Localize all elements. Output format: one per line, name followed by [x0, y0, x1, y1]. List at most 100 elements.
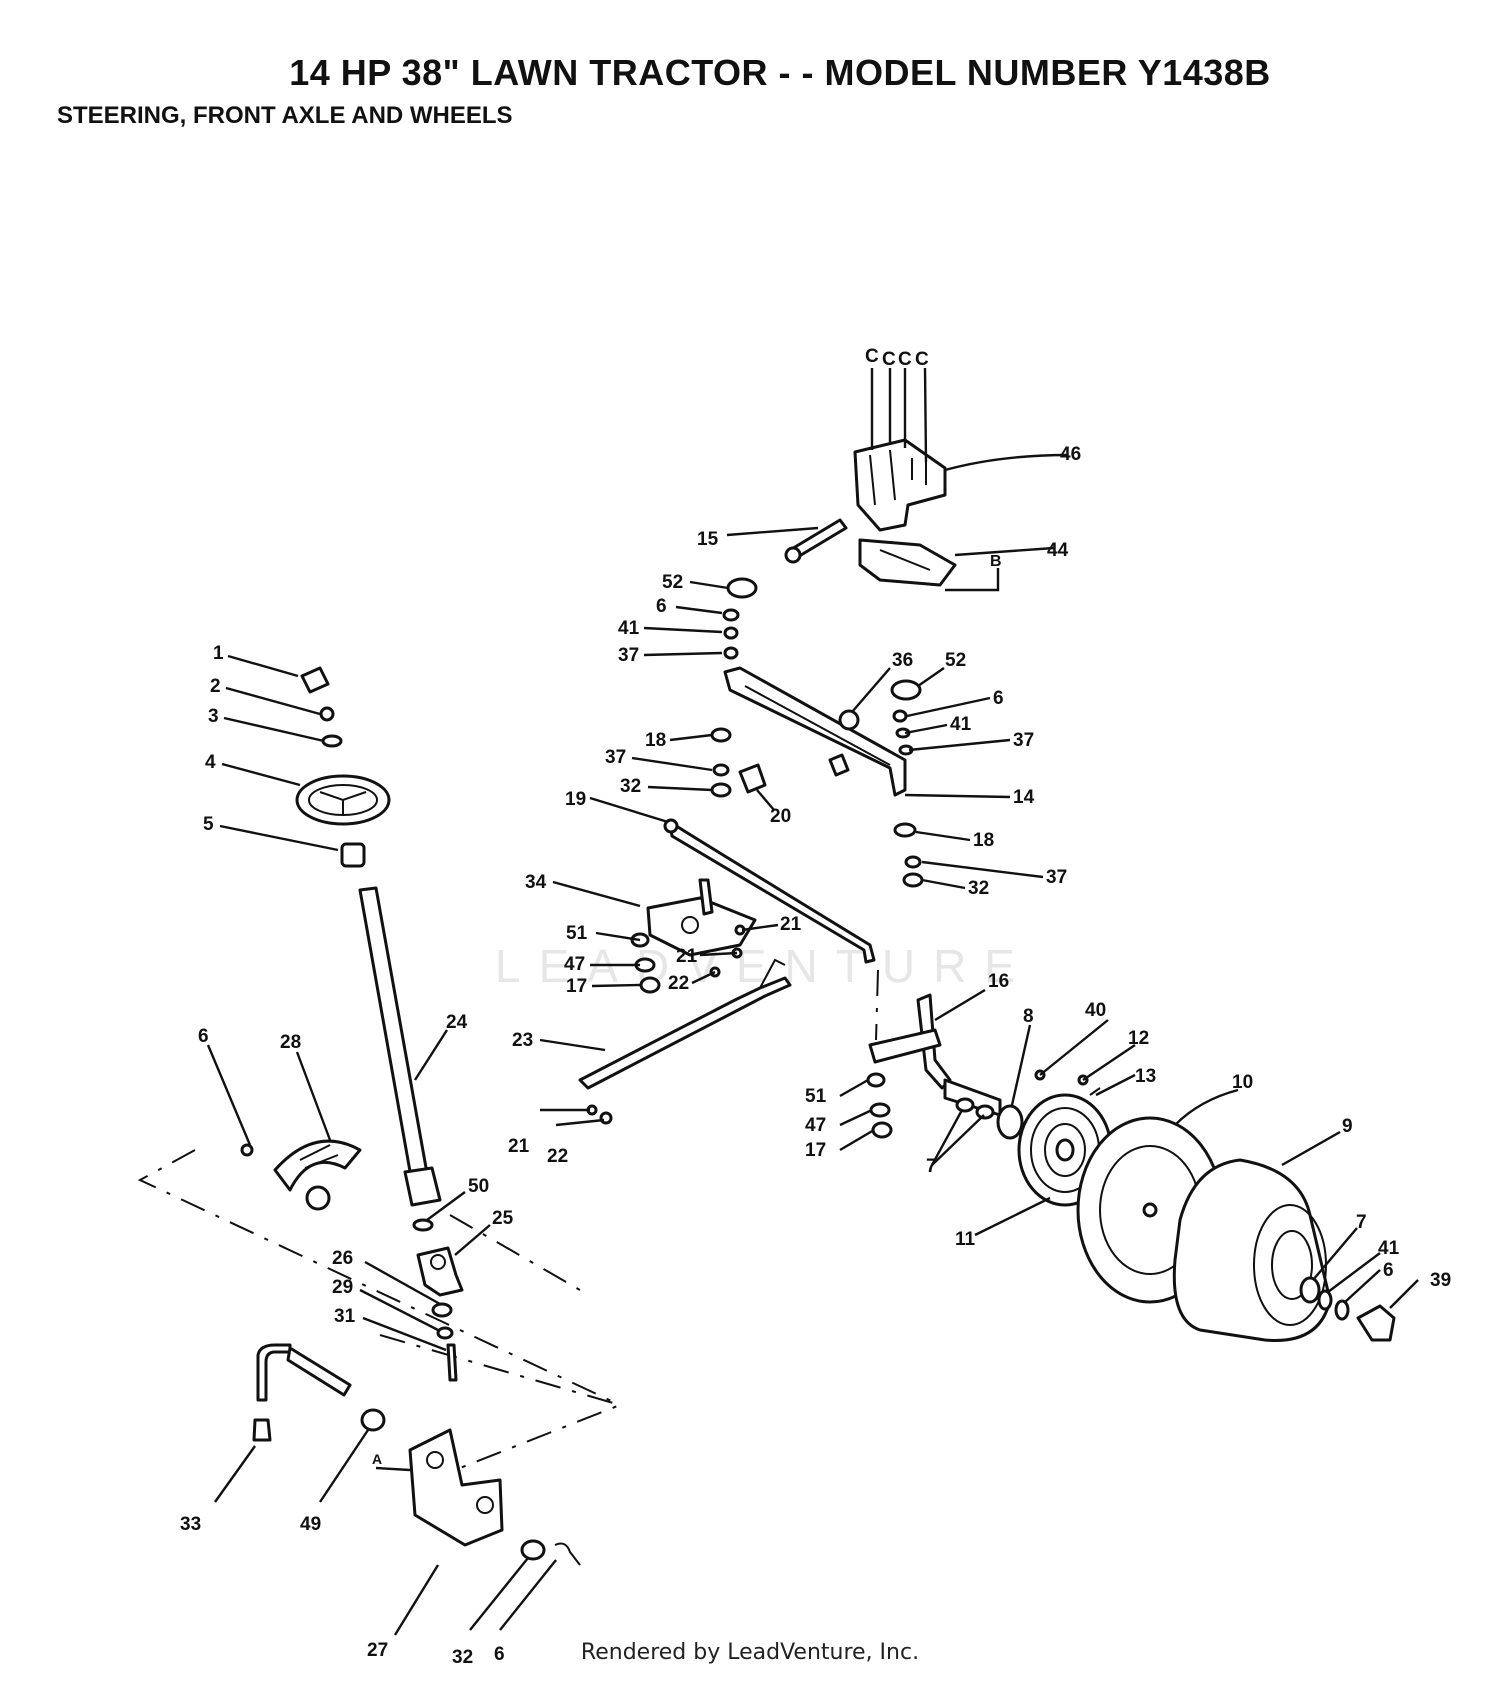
- steering-washer: [321, 734, 343, 748]
- callout-29: 29: [332, 1277, 353, 1298]
- callout-18-left: 18: [645, 730, 666, 751]
- callout-37-upper-right: 37: [1013, 730, 1034, 751]
- spindle-right: [868, 993, 952, 1090]
- callout-51-left: 51: [566, 923, 588, 944]
- steering-nut: [319, 706, 335, 722]
- axle-support-casting: [853, 438, 947, 532]
- diagram-title: 14 HP 38" LAWN TRACTOR - - MODEL NUMBER …: [289, 52, 1271, 93]
- callout-32-mid-left: 32: [620, 776, 641, 797]
- callout-40: 40: [1085, 1000, 1106, 1021]
- callout-6-lower: 6: [494, 1644, 505, 1665]
- callout-11: 11: [955, 1229, 976, 1250]
- hub-cap-39: [1356, 1304, 1396, 1342]
- callout-49: 49: [300, 1514, 321, 1535]
- callout-28: 28: [280, 1032, 301, 1053]
- washer-31: [436, 1326, 454, 1340]
- callout-3: 3: [208, 706, 219, 727]
- leader-lines: [206, 367, 1419, 1636]
- steering-bushing: [340, 842, 366, 868]
- callout-26: 26: [332, 1248, 353, 1269]
- callout-18-right: 18: [973, 830, 994, 851]
- steering-crank: [252, 1343, 352, 1442]
- callout-C-3: C: [898, 349, 912, 370]
- bushing-49: [360, 1408, 386, 1432]
- callout-8: 8: [1023, 1006, 1034, 1027]
- clip-6-lower: [554, 1542, 581, 1566]
- callout-C-2: C: [882, 349, 896, 370]
- callout-19: 19: [565, 789, 586, 810]
- callout-C-4: C: [915, 349, 929, 370]
- sector-gear: [240, 1139, 362, 1211]
- callout-37-mid-left: 37: [605, 747, 626, 768]
- tire-9: [1172, 1158, 1332, 1342]
- callout-21-mid: 21: [676, 946, 698, 967]
- bolt-26: [446, 1343, 458, 1382]
- diagram-subtitle: STEERING, FRONT AXLE AND WHEELS: [57, 102, 513, 129]
- steering-pinion-bracket: [416, 1246, 464, 1297]
- support-bracket: [408, 1428, 504, 1547]
- callout-52-right: 52: [945, 650, 966, 671]
- watermark: LEADVENTURE: [495, 940, 1033, 992]
- footer-credit: Rendered by LeadVenture, Inc.: [580, 1640, 920, 1665]
- steering-cap: [300, 666, 330, 694]
- callout-23: 23: [512, 1030, 533, 1051]
- callout-6: 6: [198, 1026, 209, 1047]
- callout-13: 13: [1135, 1066, 1156, 1087]
- lower-right-hardware: [866, 1072, 893, 1139]
- callout-52-left: 52: [662, 572, 683, 593]
- callout-47-right: 47: [805, 1115, 826, 1136]
- callout-7-left: 7: [926, 1156, 937, 1177]
- callout-41-wheel: 41: [1378, 1238, 1400, 1259]
- callout-labels: 1 2 3 4 5 6 28 24 50 25 26 29 31 33 49 A…: [180, 346, 1451, 1668]
- small-fasteners: [955, 1069, 1101, 1120]
- bearing-8: [996, 1104, 1024, 1140]
- callout-9: 9: [1342, 1116, 1353, 1137]
- callout-B: B: [990, 553, 1002, 570]
- callout-44: 44: [1047, 540, 1069, 561]
- callout-5: 5: [203, 814, 214, 835]
- axle-pivot-bolt: [784, 518, 848, 564]
- callout-2: 2: [210, 676, 221, 697]
- callout-41-right: 41: [950, 714, 972, 735]
- callout-12: 12: [1128, 1028, 1149, 1049]
- callout-37-upper-left: 37: [618, 645, 639, 666]
- lower-left-hardware: [586, 924, 746, 1125]
- callout-37-lower-right: 37: [1046, 867, 1067, 888]
- spacer-20: [738, 763, 767, 794]
- pivot-bolt-50: [412, 1218, 434, 1232]
- drag-link: [663, 818, 876, 964]
- callout-C-1: C: [865, 346, 879, 367]
- stacked-washers-right: [892, 709, 924, 888]
- callout-27: 27: [367, 1640, 388, 1661]
- callout-46: 46: [1060, 444, 1081, 465]
- axle-support-plate: [858, 538, 957, 587]
- callout-15: 15: [697, 529, 719, 550]
- grease-fitting-36: [838, 709, 860, 731]
- washer-6-right: [1334, 1299, 1350, 1321]
- clip-41-right: [1317, 1289, 1333, 1311]
- callout-21-lower: 21: [508, 1136, 530, 1157]
- assembly-reference-lines: [137, 969, 879, 1471]
- washer-7-right: [1299, 1276, 1321, 1304]
- callout-22-upper: 22: [668, 973, 689, 994]
- callout-22-lower: 22: [547, 1146, 568, 1167]
- callout-36: 36: [892, 650, 913, 671]
- front-axle: [723, 666, 907, 797]
- callout-51-right: 51: [805, 1086, 827, 1107]
- callout-6-right: 6: [993, 688, 1004, 709]
- callout-4: 4: [205, 752, 216, 773]
- callout-10: 10: [1232, 1072, 1253, 1093]
- callout-41-left: 41: [618, 618, 640, 639]
- callout-1: 1: [213, 643, 224, 664]
- callout-31: 31: [334, 1306, 356, 1327]
- washer-29: [431, 1302, 453, 1318]
- callout-A: A: [372, 1451, 382, 1467]
- callout-6-upper: 6: [656, 596, 667, 617]
- callout-50: 50: [468, 1176, 489, 1197]
- tie-rod: [578, 958, 792, 1090]
- callout-34: 34: [525, 872, 547, 893]
- steering-arm-plate: [646, 878, 757, 957]
- callout-14: 14: [1013, 787, 1035, 808]
- steering-shaft: [358, 886, 442, 1207]
